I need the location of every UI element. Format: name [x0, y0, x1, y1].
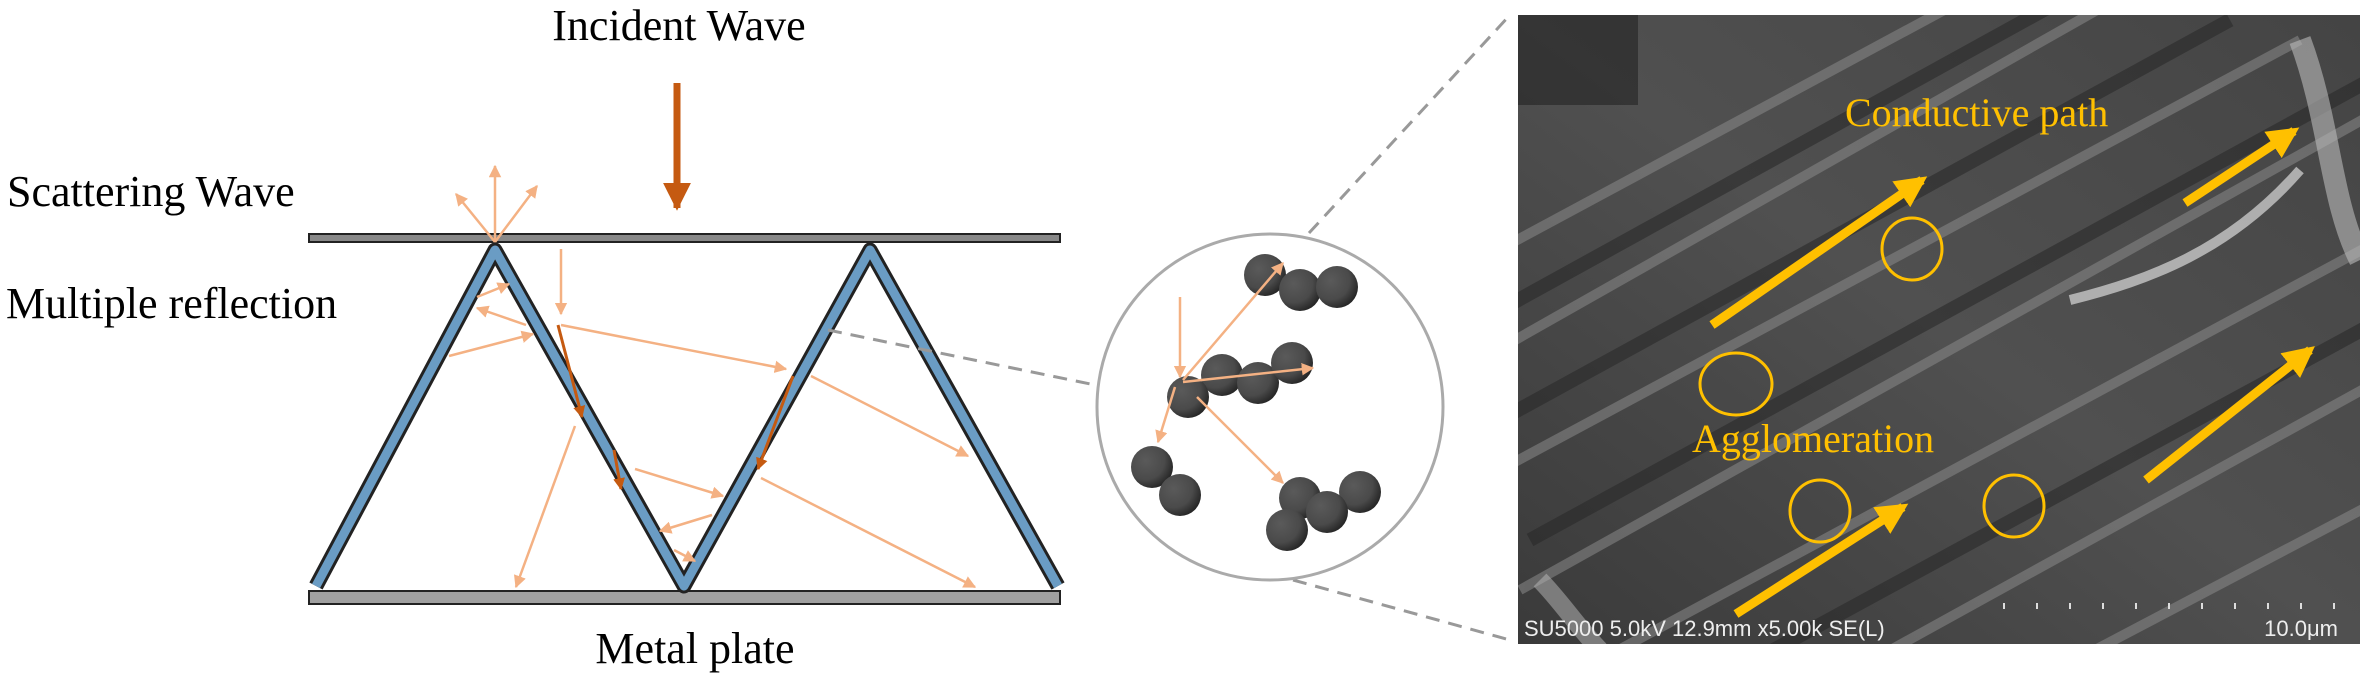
incident-wave-label: Incident Wave: [552, 1, 805, 50]
particle-scatter-arrows: [1155, 262, 1315, 484]
metal-plate-label: Metal plate: [595, 624, 794, 673]
magnified-particle-view: [1095, 232, 1445, 582]
zoom-connectors: [827, 13, 1512, 642]
sem-texture: [1518, 15, 2360, 644]
internal-reflection-arrows: [556, 324, 795, 491]
scatter-arrows: [448, 164, 977, 589]
conductive-path-label: Conductive path: [1845, 90, 2108, 135]
sem-info-bar: SU5000 5.0kV 12.9mm x5.00k SE(L): [1524, 616, 1885, 641]
scale-ticks: [2003, 603, 2335, 609]
agglomeration-label: Agglomeration: [1692, 416, 1934, 461]
top-plate: [308, 233, 1061, 243]
sem-micrograph: Conductive path Agglomeration SU5000 5.0…: [1518, 15, 2360, 644]
conductive-path-arrows: [1709, 127, 2315, 618]
sem-scale-bar-label: 10.0μm: [2264, 616, 2338, 641]
conductive-particles: [1131, 254, 1381, 551]
corrugated-core: [309, 242, 1065, 594]
scattering-wave-label: Scattering Wave: [7, 167, 295, 216]
agglomeration-circles: [1698, 216, 2046, 544]
multiple-reflection-label: Multiple reflection: [6, 279, 337, 328]
